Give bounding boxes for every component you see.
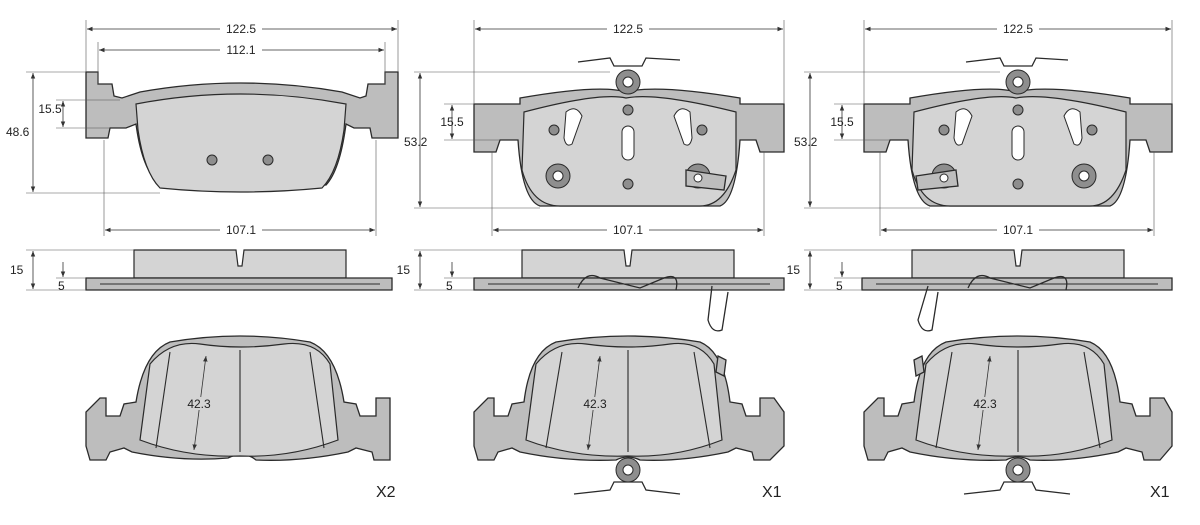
dim-width-total: 122.5 [226, 22, 256, 36]
dim-thickness-plate-2: 5 [446, 279, 453, 293]
dim-ear-height-2: 15.5 [440, 115, 464, 129]
dim-width-base: 107.1 [226, 223, 256, 237]
dim-lining-height-3: 42.3 [973, 397, 997, 411]
pad-2-back-view: 42.3 [473, 335, 785, 495]
pad-3-back-view: 42.3 [863, 335, 1173, 495]
dim-height-b-3: 53.2 [794, 135, 818, 149]
quantity-label-2: X1 [762, 484, 782, 501]
dim-thickness-plate: 5 [58, 279, 65, 293]
pad-3-dimensions: 122.5 107.1 53.2 15.5 [794, 20, 1173, 237]
dim-thickness-plate-3: 5 [836, 279, 843, 293]
dim-height-a: 48.6 [6, 125, 30, 139]
dim-lining-height-2: 42.3 [583, 397, 607, 411]
pad-2-side-view: 15 5 [397, 249, 785, 332]
dim-ear-height: 15.5 [38, 102, 62, 116]
dim-thickness-total-3: 15 [787, 263, 801, 277]
dim-thickness-total-2: 15 [397, 263, 411, 277]
dim-width-base-3: 107.1 [1003, 223, 1033, 237]
pad-1-back-view: 42.3 [85, 335, 391, 461]
dim-thickness-total: 15 [10, 263, 24, 277]
dim-width-total-2: 122.5 [613, 22, 643, 36]
quantity-label-1: X2 [376, 484, 396, 501]
pad-1-front-view [85, 71, 399, 193]
dim-ear-height-3: 15.5 [830, 115, 854, 129]
pad-3-side-view: 15 5 [787, 249, 1173, 332]
dim-lining-height: 42.3 [187, 397, 211, 411]
quantity-label-3: X1 [1150, 484, 1170, 501]
dim-width-total-3: 122.5 [1003, 22, 1033, 36]
dim-width-inner: 112.1 [226, 43, 255, 57]
pad-2-dimensions: 122.5 107.1 53.2 15.5 [404, 20, 785, 237]
pad-3-front-view [863, 57, 1173, 207]
pad-2-front-view [473, 57, 785, 207]
dim-width-base-2: 107.1 [613, 223, 643, 237]
pad-1-dimensions: 122.5 112.1 107.1 48.6 15.5 [6, 20, 399, 237]
dim-height-b-2: 53.2 [404, 135, 428, 149]
pad-1-side-view: 15 5 [10, 249, 393, 293]
